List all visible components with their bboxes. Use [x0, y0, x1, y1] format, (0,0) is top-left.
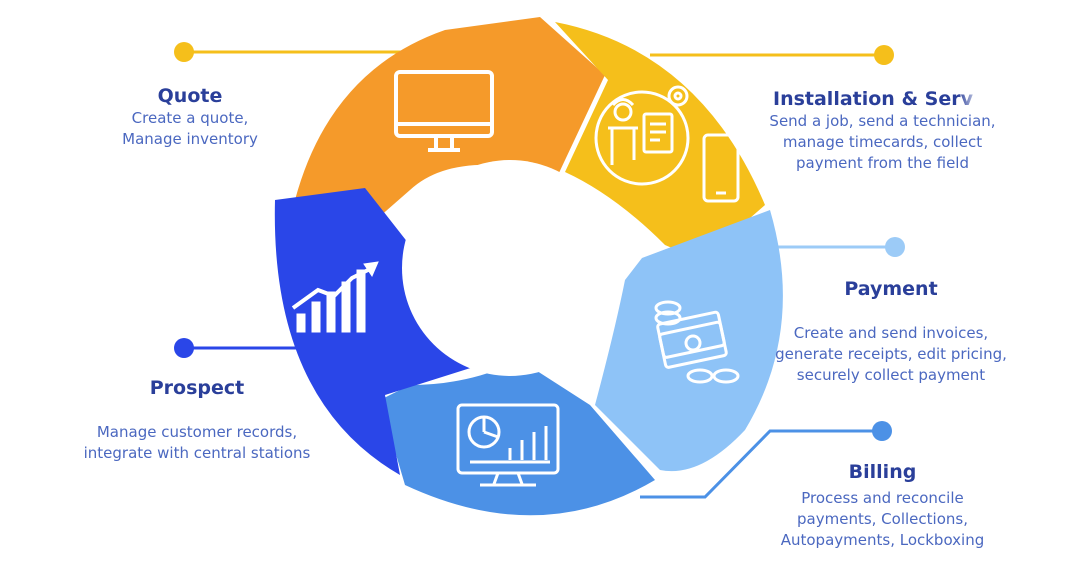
stage-payment-label: Payment Create and send invoices, genera… [770, 277, 1012, 386]
stage-payment-title: Payment [844, 278, 938, 300]
stage-billing-title: Billing [848, 461, 917, 483]
analytics-dashboard-monitor-icon [456, 403, 560, 487]
segment-billing [380, 360, 655, 516]
stage-billing-desc-3: Autopayments, Lockboxing [780, 531, 985, 549]
growth-bar-chart-icon [291, 261, 379, 333]
connector-install [650, 45, 894, 65]
stage-payment-desc-1: Create and send invoices, [793, 324, 989, 342]
segment-prospect [274, 188, 480, 475]
stage-install-desc-1: Send a job, send a technician, [769, 112, 996, 130]
desktop-monitor-icon [394, 70, 494, 152]
stage-quote-label: Quote Create a quote, Manage inventory [100, 84, 280, 150]
stage-quote-title: Quote [157, 85, 223, 107]
stage-install-title: Installation & Serv [773, 88, 973, 110]
connector-payment [760, 237, 905, 257]
stage-quote-desc-2: Manage inventory [122, 130, 258, 148]
title-fade-overlay [958, 87, 998, 111]
stage-prospect-desc-2: integrate with central stations [83, 444, 311, 462]
stage-payment-desc-3: securely collect payment [796, 366, 986, 384]
banknotes-coins-icon [654, 300, 740, 384]
stage-billing-label: Billing Process and reconcile payments, … [760, 460, 1005, 551]
stage-quote-desc-1: Create a quote, [131, 109, 249, 127]
connector-prospect [174, 338, 310, 358]
donut-center [402, 160, 618, 376]
stage-billing-desc-2: payments, Collections, [797, 510, 968, 528]
technician-clipboard-phone-icon [594, 85, 740, 203]
stage-prospect-title: Prospect [149, 377, 245, 399]
stage-install-desc-3: payment from the field [795, 154, 969, 172]
stage-billing-desc-1: Process and reconcile [801, 489, 964, 507]
stage-prospect-label: Prospect Manage customer records, integr… [72, 376, 322, 464]
segment-payment [595, 210, 783, 472]
segment-quote [295, 17, 605, 225]
stage-install-desc-2: manage timecards, collect [782, 133, 983, 151]
connector-quote [174, 42, 440, 62]
stage-install-label: Installation & Serv Send a job, send a t… [755, 87, 1010, 174]
stage-prospect-desc-1: Manage customer records, [96, 423, 298, 441]
connector-billing [640, 421, 892, 499]
stage-payment-desc-2: generate receipts, edit pricing, [775, 345, 1007, 363]
